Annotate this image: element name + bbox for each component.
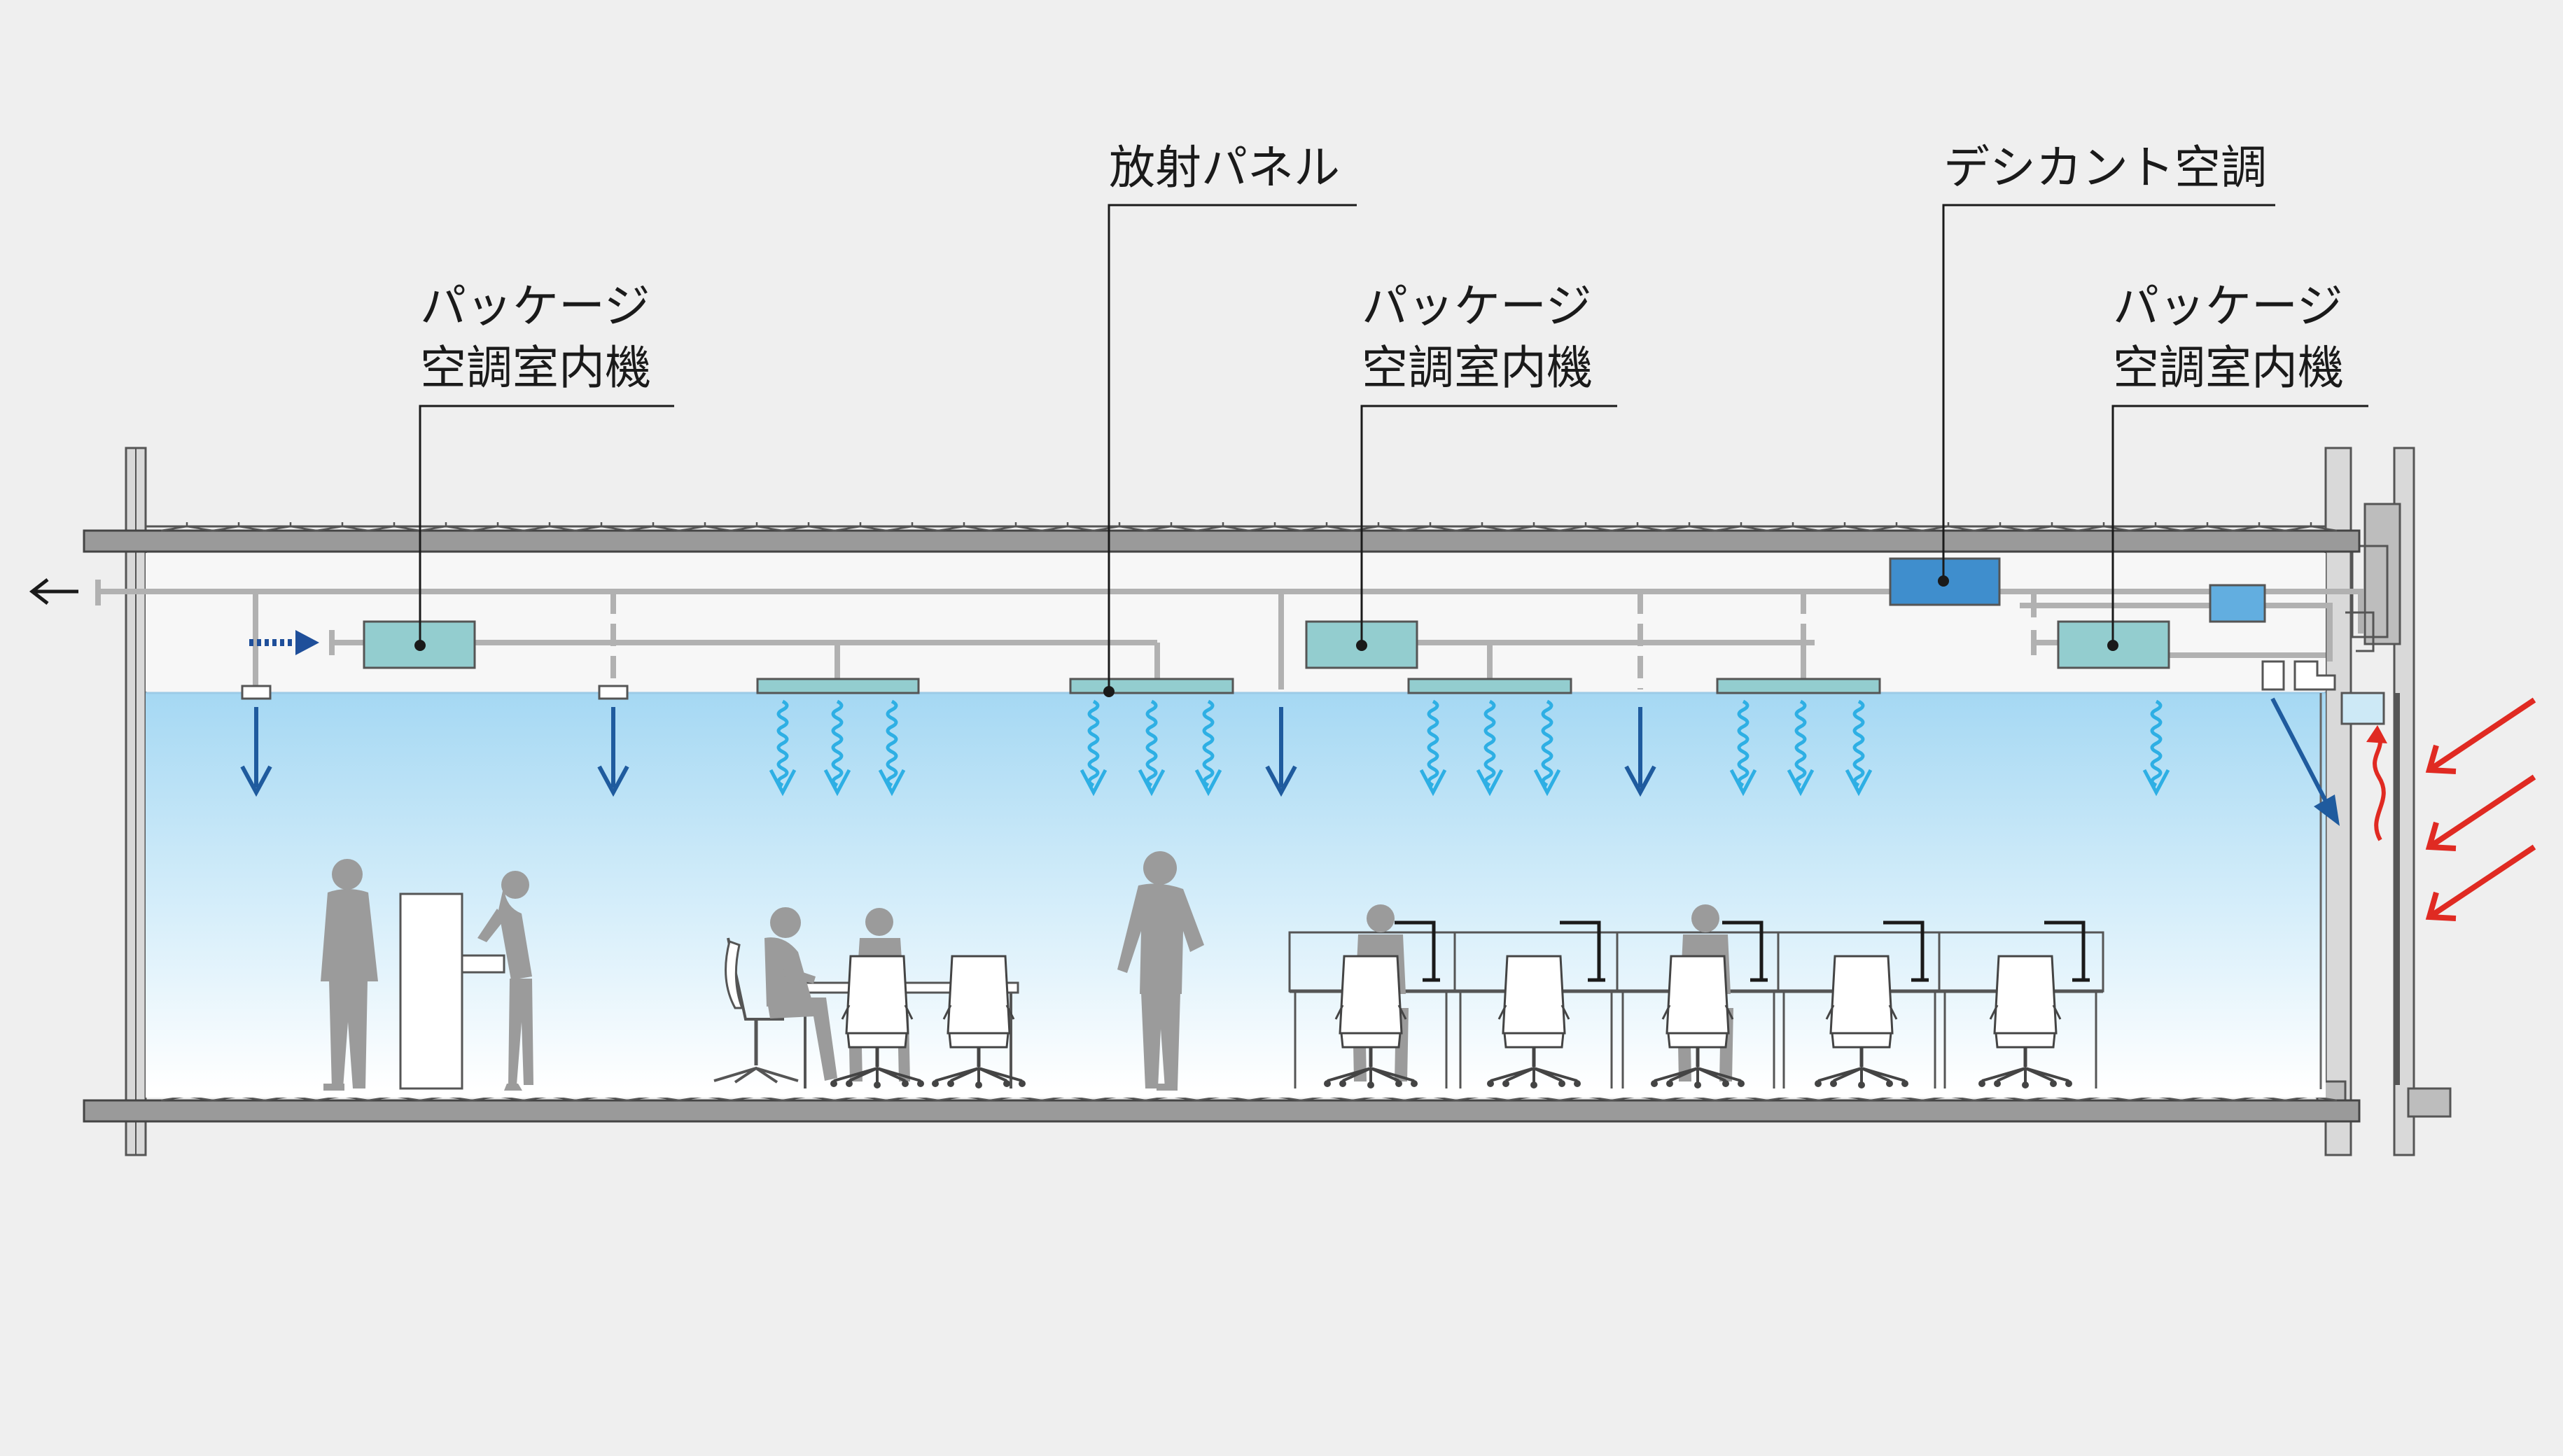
solar-arrow-icon <box>2425 844 2536 921</box>
person-standing <box>477 871 533 1091</box>
radiant-panel-label: 放射パネル <box>1109 141 1340 195</box>
leader-lines <box>419 204 2368 692</box>
wavy-arrow-icon <box>1194 699 1222 797</box>
package-unit-1-label-line2: 空調室内機 <box>420 341 651 395</box>
wavy-arrow-icon <box>823 699 851 797</box>
radiant-panels <box>756 678 1881 694</box>
leader-dot <box>1356 640 1367 651</box>
leader-dot <box>414 640 426 651</box>
solar-arrow-icon <box>2425 774 2536 851</box>
duct-network <box>95 580 2363 690</box>
wavy-arrow-icon <box>1533 699 1561 797</box>
desk-unit <box>1453 920 1613 1088</box>
wavy-arrow-icon <box>1476 699 1504 797</box>
leader-dot <box>1103 686 1115 697</box>
supply-arrow-icon <box>240 707 272 797</box>
heat-rise-arrow-icon <box>2366 725 2387 841</box>
exhaust-arrow-icon <box>29 578 78 605</box>
package-unit-2-label-line1: パッケージ <box>1362 279 1592 333</box>
person-standing <box>321 859 378 1091</box>
wavy-arrow-icon <box>1080 699 1108 797</box>
fresh-air-arrow-icon <box>249 630 319 655</box>
wavy-arrow-icon <box>878 699 906 797</box>
desiccant-ac-label: デシカント空調 <box>1943 141 2267 195</box>
window-air-arrow-icon <box>2270 697 2340 826</box>
package-unit-3-label-line1: パッケージ <box>2113 279 2343 333</box>
supply-air-arrows <box>240 707 1656 797</box>
wavy-arrow-icon <box>1419 699 1447 797</box>
upper-slab <box>83 522 2361 553</box>
wavy-arrow-icon <box>1138 699 1166 797</box>
supply-arrow-icon <box>597 707 629 797</box>
desk-unit <box>1616 920 1775 1088</box>
workstation-desks <box>1288 904 2104 1088</box>
desk-unit <box>1938 920 2097 1088</box>
small-unit <box>2209 584 2266 623</box>
person-seated <box>713 907 837 1084</box>
diffuser <box>598 685 629 700</box>
supply-arrow-icon <box>1265 707 1297 797</box>
wavy-arrow-icon <box>2142 699 2170 797</box>
desk-unit <box>1294 920 1448 1088</box>
left-column <box>125 447 147 1156</box>
solar-radiation-arrows <box>2425 697 2536 921</box>
wavy-arrow-icon <box>1845 699 1873 797</box>
leader-dot <box>2107 640 2118 651</box>
wavy-arrow-icon <box>1729 699 1757 797</box>
package-unit-1-label-line1: パッケージ <box>420 279 650 333</box>
wavy-arrow-icon <box>1787 699 1815 797</box>
desk-unit <box>1777 920 1936 1088</box>
package-unit-2-label-line2: 空調室内機 <box>1362 341 1593 395</box>
package-unit-3-label-line2: 空調室内機 <box>2113 341 2344 395</box>
supply-arrow-icon <box>1624 707 1656 797</box>
diffuser <box>241 685 272 700</box>
person-walking <box>1117 851 1204 1091</box>
wavy-arrow-icon <box>769 699 797 797</box>
radiant-wave-arrows <box>769 699 2170 797</box>
leader-dot <box>1938 575 1949 587</box>
cabinet <box>399 892 505 1090</box>
solar-arrow-icon <box>2425 697 2536 774</box>
